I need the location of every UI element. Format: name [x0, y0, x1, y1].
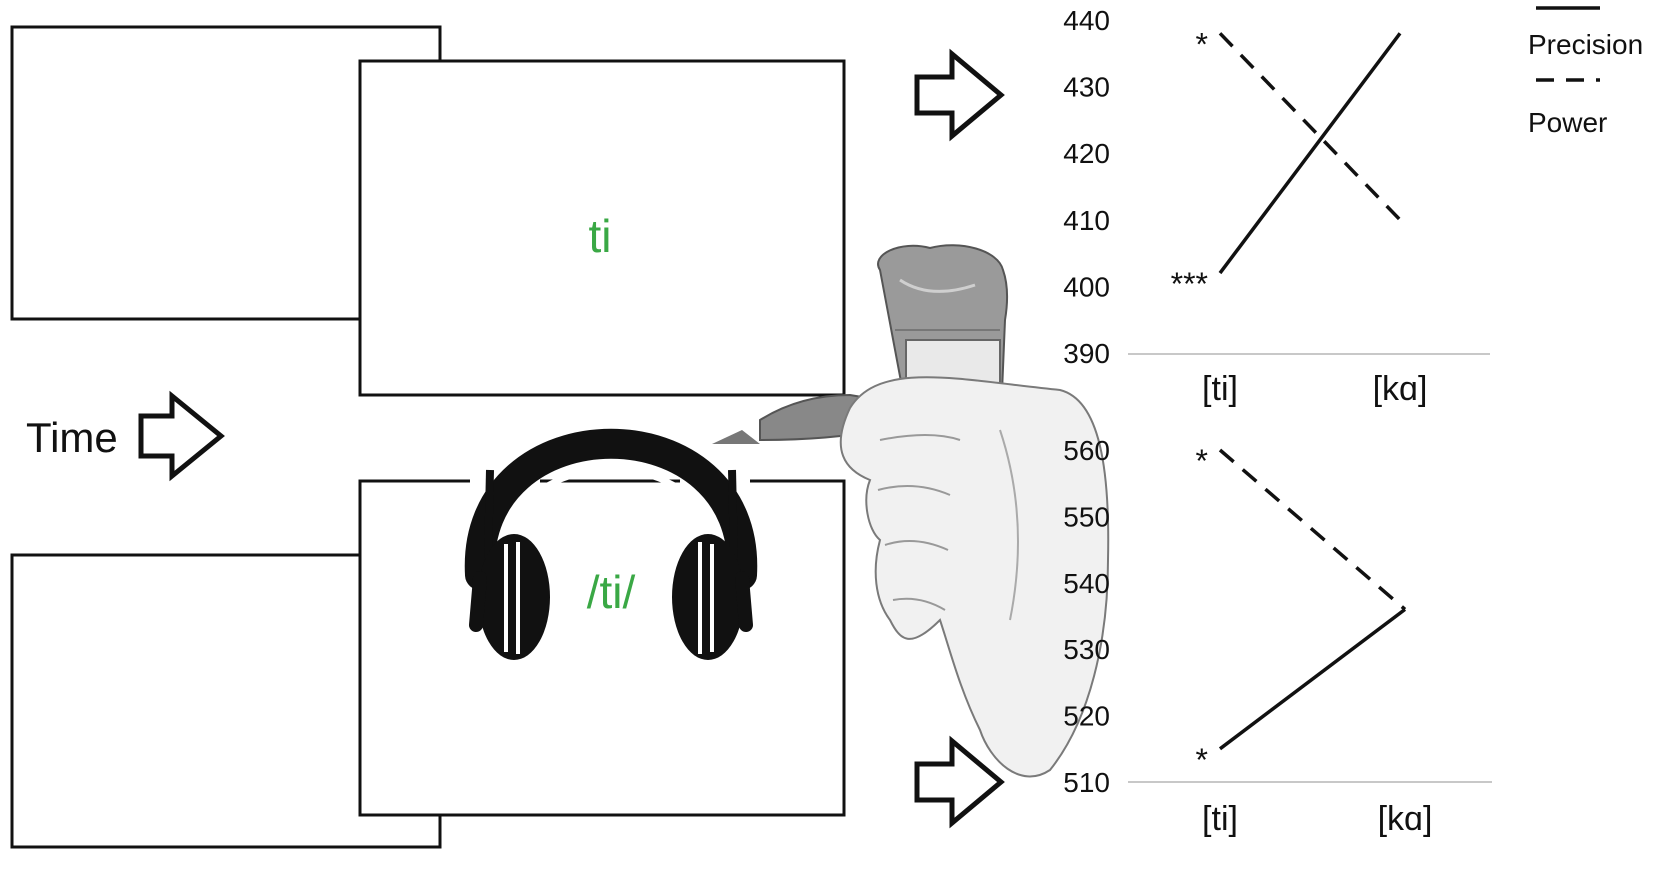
auditory-stimulus: /ti/	[587, 566, 636, 618]
y-tick-label: 520	[1063, 701, 1110, 732]
series-line-dashed	[1218, 448, 1407, 611]
grip-force-handle-illustration	[712, 244, 1110, 778]
significance-marker: *	[1196, 742, 1208, 778]
y-tick-label: 440	[1063, 5, 1110, 36]
visual-stimulus: ti	[589, 210, 612, 262]
y-tick-label: 510	[1063, 767, 1110, 798]
legend-label: Power	[1528, 107, 1607, 138]
significance-marker: ***	[1171, 266, 1208, 302]
y-tick-label: 540	[1063, 568, 1110, 599]
screen-frame-front-bottom	[358, 479, 846, 817]
y-tick-label: 550	[1063, 501, 1110, 532]
y-tick-label: 390	[1063, 338, 1110, 369]
y-tick-label: 420	[1063, 138, 1110, 169]
x-tick-label: [kɑ]	[1373, 370, 1428, 408]
significance-marker: *	[1196, 26, 1208, 62]
y-tick-label: 400	[1063, 271, 1110, 302]
headphones-icon	[464, 428, 758, 660]
series-line-solid	[1218, 32, 1402, 275]
right-arrow-icon	[914, 48, 1005, 142]
time-label: Time	[26, 414, 118, 461]
y-tick-label: 530	[1063, 634, 1110, 665]
y-tick-label: 560	[1063, 435, 1110, 466]
chart-bottom: 560 550 540 530 520 510 [ti] [kɑ] * *	[1063, 435, 1492, 838]
right-arrow-icon	[914, 735, 1005, 829]
x-tick-label: [kɑ]	[1378, 800, 1433, 838]
y-tick-label: 410	[1063, 205, 1110, 236]
x-tick-label: [ti]	[1202, 800, 1238, 838]
x-tick-label: [ti]	[1202, 370, 1238, 408]
right-arrow-icon	[138, 390, 225, 482]
screen-frame-front-top	[358, 59, 846, 397]
series-line-solid	[1218, 607, 1407, 751]
y-tick-label: 430	[1063, 72, 1110, 103]
series-line-dashed	[1218, 32, 1402, 222]
significance-marker: *	[1196, 443, 1208, 479]
chart-top: 440430420410400390[ti][kɑ]****PrecisionP…	[1063, 5, 1643, 408]
legend-label: Precision	[1528, 29, 1643, 60]
